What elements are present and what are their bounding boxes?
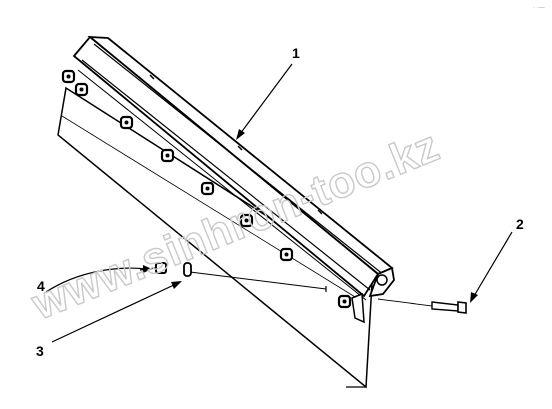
- callout-label-4: 4: [37, 278, 45, 294]
- leader-lines: [45, 63, 513, 343]
- callout-label-1: 1: [292, 45, 300, 61]
- exploded-fasteners: [139, 262, 327, 292]
- nut: [61, 69, 76, 84]
- nut: [160, 148, 175, 163]
- nut: [74, 82, 89, 97]
- nut: [119, 115, 134, 130]
- nut: [337, 294, 352, 309]
- washer: [183, 262, 192, 277]
- mounting-nuts: [61, 69, 352, 309]
- callout-label-3: 3: [36, 343, 44, 359]
- blade-holder-rail: [72, 35, 395, 324]
- nut: [200, 181, 215, 196]
- corner-mark: · ·—: [533, 5, 545, 11]
- nut: [239, 213, 254, 228]
- small-nut: [139, 262, 167, 274]
- callout-label-2: 2: [516, 216, 524, 232]
- nut: [279, 247, 294, 262]
- bolt: [377, 298, 467, 314]
